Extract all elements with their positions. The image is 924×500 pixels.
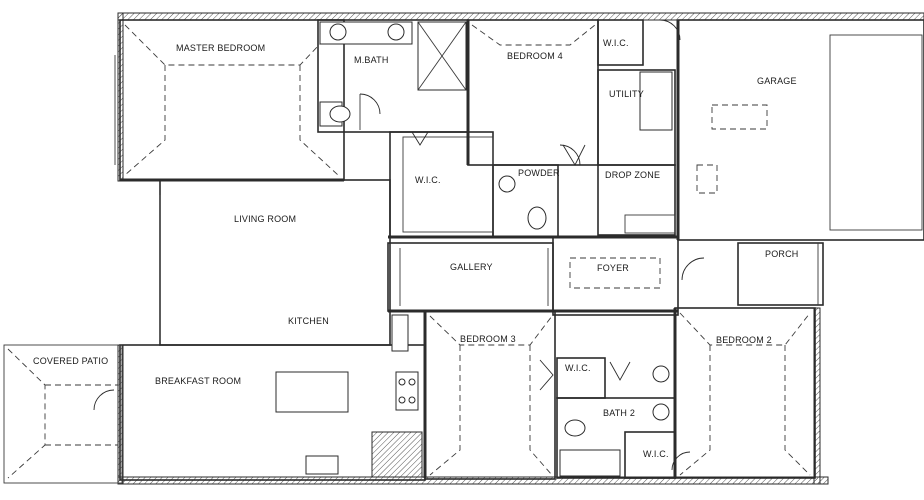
bath-2-room	[556, 361, 676, 479]
interior-walls	[120, 20, 680, 478]
bath2-toilet-icon	[564, 419, 586, 437]
fridge-fixture	[391, 314, 409, 352]
kitchen-island	[275, 371, 349, 413]
garage-label: GARAGE	[757, 76, 797, 86]
bedroom-4-label: BEDROOM 4	[507, 51, 563, 61]
breakfast-room-label: BREAKFAST ROOM	[155, 376, 241, 386]
m-bath-label: M.BATH	[354, 55, 389, 65]
master-wic-room	[389, 131, 494, 238]
porch-room	[681, 242, 824, 306]
wic-bed4-label: W.I.C.	[603, 38, 629, 48]
garage-room	[659, 19, 924, 241]
foyer-room	[552, 236, 679, 316]
bedroom-2-room	[671, 307, 816, 479]
kitchen-label: KITCHEN	[288, 316, 329, 326]
gallery-label: GALLERY	[450, 262, 493, 272]
bath2-sink-icon	[652, 365, 670, 383]
bath2-sink-icon-2	[652, 403, 670, 421]
sink-icon	[329, 23, 347, 41]
sink-icon-2	[387, 23, 405, 41]
powder-label: POWDER	[518, 168, 560, 178]
bedroom-3-label: BEDROOM 3	[460, 334, 516, 344]
foyer-label: FOYER	[597, 263, 629, 273]
living-room-label: LIVING ROOM	[234, 214, 296, 224]
utility-room	[597, 69, 676, 166]
wic-bed3-label: W.I.C.	[565, 363, 591, 373]
master-bath-room	[317, 19, 469, 133]
powder-room	[492, 144, 586, 238]
bedroom-2-label: BEDROOM 2	[716, 335, 772, 345]
kitchen-room	[93, 314, 426, 481]
powder-sink-icon	[498, 175, 516, 193]
master-wic-label: W.I.C.	[415, 175, 441, 185]
covered-patio-label: COVERED PATIO	[33, 356, 108, 366]
kitchen-sink-fixture	[305, 455, 339, 475]
gallery-room	[387, 242, 554, 312]
powder-toilet-icon	[527, 206, 547, 230]
wic-bed4-box	[597, 19, 644, 66]
exterior-wall-right	[813, 307, 821, 485]
drop-zone-room	[597, 164, 676, 236]
living-room-room	[159, 179, 391, 346]
bath-2-label: BATH 2	[603, 408, 635, 418]
exterior-wall-top	[117, 12, 924, 21]
covered-patio-room	[3, 344, 123, 484]
bathtub-fixture	[559, 449, 621, 477]
porch-label: PORCH	[765, 249, 799, 259]
toilet-icon	[329, 105, 351, 123]
drop-zone-label: DROP ZONE	[605, 170, 660, 180]
wic-bed2-label: W.I.C.	[643, 449, 669, 459]
master-bedroom-label: MASTER BEDROOM	[176, 43, 265, 53]
utility-label: UTILITY	[609, 89, 644, 99]
range-fixture	[395, 371, 419, 411]
